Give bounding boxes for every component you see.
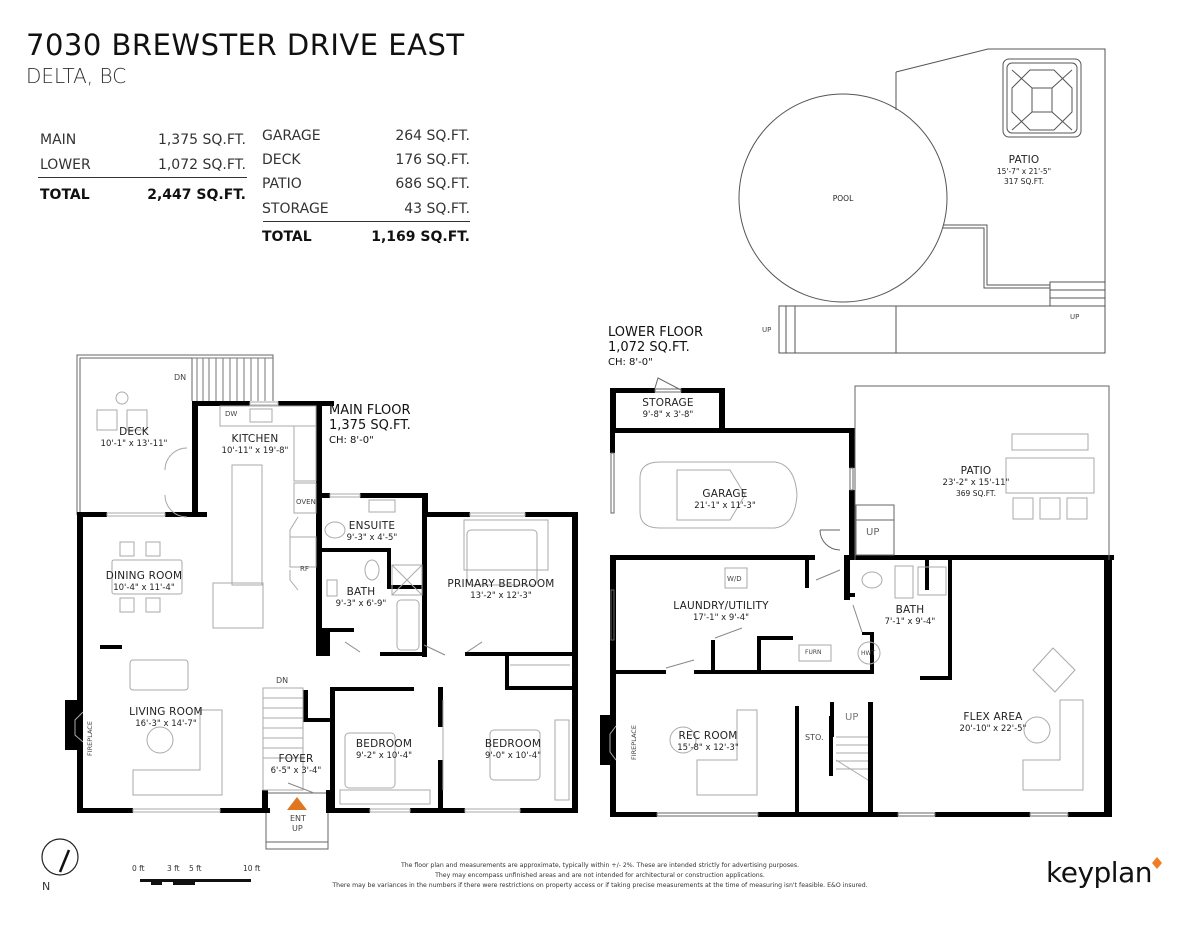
- label-dn-stair: DN: [276, 676, 289, 685]
- pool-shape: [738, 93, 948, 303]
- area-divider: [38, 177, 247, 178]
- label-pool: POOL: [832, 194, 854, 203]
- label-oven: OVEN: [296, 498, 316, 506]
- property-address: 7030 BREWSTER DRIVE EAST: [26, 28, 465, 62]
- main-floor-furniture: [74, 391, 570, 813]
- compass-label: N: [42, 880, 51, 893]
- label-up-left: UP: [762, 326, 772, 334]
- area-value: 1,072 SQ.FT.: [157, 157, 246, 173]
- scale-tick-0: 0 ft: [132, 864, 145, 873]
- scale-tick-3: 3 ft: [167, 864, 180, 873]
- label-up-right: UP: [1070, 313, 1080, 321]
- room-sto: STO.: [805, 733, 824, 742]
- area-row-main: MAIN 1,375 SQ.FT.: [40, 132, 246, 148]
- lower-floor-lines: [610, 377, 1110, 817]
- scale-bar: [140, 879, 251, 885]
- label-ent: ENT: [290, 814, 306, 823]
- lower-floor-header: LOWER FLOOR 1,072 SQ.FT. CH: 8'-0": [608, 325, 703, 370]
- area-label: TOTAL: [40, 187, 90, 203]
- area-row-total-living: TOTAL 2,447 SQ.FT.: [40, 187, 246, 203]
- label-furn: FURN: [805, 649, 822, 656]
- scale-tick-5: 5 ft: [189, 864, 202, 873]
- area-row-deck: DECK 176 SQ.FT.: [262, 152, 470, 168]
- label-dn-deck: DN: [174, 373, 187, 382]
- lower-floor-title: LOWER FLOOR: [608, 325, 703, 340]
- label-fireplace-lower: FIREPLACE: [630, 725, 638, 760]
- area-label: DECK: [262, 152, 301, 168]
- label-wd: W/D: [727, 575, 742, 583]
- entry-marker-icon: [287, 797, 307, 810]
- label-patio-upper: PATIO 15'-7" x 21'-5" 317 SQ.FT.: [996, 154, 1052, 186]
- lower-floor-ceiling: CH: 8'-0": [608, 357, 653, 368]
- area-label: PATIO: [262, 176, 302, 192]
- property-city: DELTA, BC: [26, 64, 127, 88]
- area-value: 1,375 SQ.FT.: [157, 132, 246, 148]
- main-floor-walls: [65, 401, 578, 813]
- area-value: 264 SQ.FT.: [395, 128, 470, 144]
- main-floor-header: MAIN FLOOR 1,375 SQ.FT. CH: 8'-0": [329, 403, 411, 448]
- area-value: 686 SQ.FT.: [395, 176, 470, 192]
- label-fireplace-main: FIREPLACE: [86, 721, 94, 756]
- area-row-garage: GARAGE 264 SQ.FT.: [262, 128, 470, 144]
- area-label: STORAGE: [262, 201, 329, 217]
- exterior-area: [738, 48, 1106, 354]
- label-rf: RF: [300, 565, 309, 573]
- area-row-lower: LOWER 1,072 SQ.FT.: [40, 157, 246, 173]
- area-row-total-other: TOTAL 1,169 SQ.FT.: [262, 229, 470, 245]
- brand-logo: keyplan: [1046, 856, 1152, 889]
- disclaimer: The floor plan and measurements are appr…: [310, 861, 890, 891]
- area-value: 43 SQ.FT.: [404, 201, 470, 217]
- compass-icon: [41, 838, 79, 876]
- area-row-storage: STORAGE 43 SQ.FT.: [262, 201, 470, 217]
- lower-floor-walls: [600, 388, 1114, 817]
- lower-floor-furniture: [609, 433, 1095, 796]
- area-row-patio: PATIO 686 SQ.FT.: [262, 176, 470, 192]
- label-hwt: HWT: [861, 650, 876, 657]
- area-label: TOTAL: [262, 229, 312, 245]
- main-floor-title: MAIN FLOOR: [329, 403, 411, 418]
- main-floor-ceiling: CH: 8'-0": [329, 435, 374, 446]
- area-value: 2,447 SQ.FT.: [147, 187, 246, 203]
- area-value: 176 SQ.FT.: [395, 152, 470, 168]
- label-dw: DW: [225, 410, 238, 418]
- label-up-stair: UP: [845, 712, 859, 723]
- disclaimer-line: The floor plan and measurements are appr…: [400, 862, 800, 869]
- scale-tick-10: 10 ft: [243, 864, 261, 873]
- lower-floor-area: 1,072 SQ.FT.: [608, 340, 690, 355]
- brand-fox-icon: [1152, 857, 1162, 869]
- main-floor-area: 1,375 SQ.FT.: [329, 418, 411, 433]
- label-up-patio: UP: [866, 527, 880, 538]
- disclaimer-line: There may be variances in the numbers if…: [332, 882, 868, 889]
- disclaimer-line: They may encompass unfinished areas and …: [435, 872, 765, 879]
- area-value: 1,169 SQ.FT.: [371, 229, 470, 245]
- area-label: MAIN: [40, 132, 77, 148]
- area-label: LOWER: [40, 157, 91, 173]
- area-label: GARAGE: [262, 128, 321, 144]
- area-divider: [263, 221, 470, 222]
- label-up-ent: UP: [292, 824, 303, 833]
